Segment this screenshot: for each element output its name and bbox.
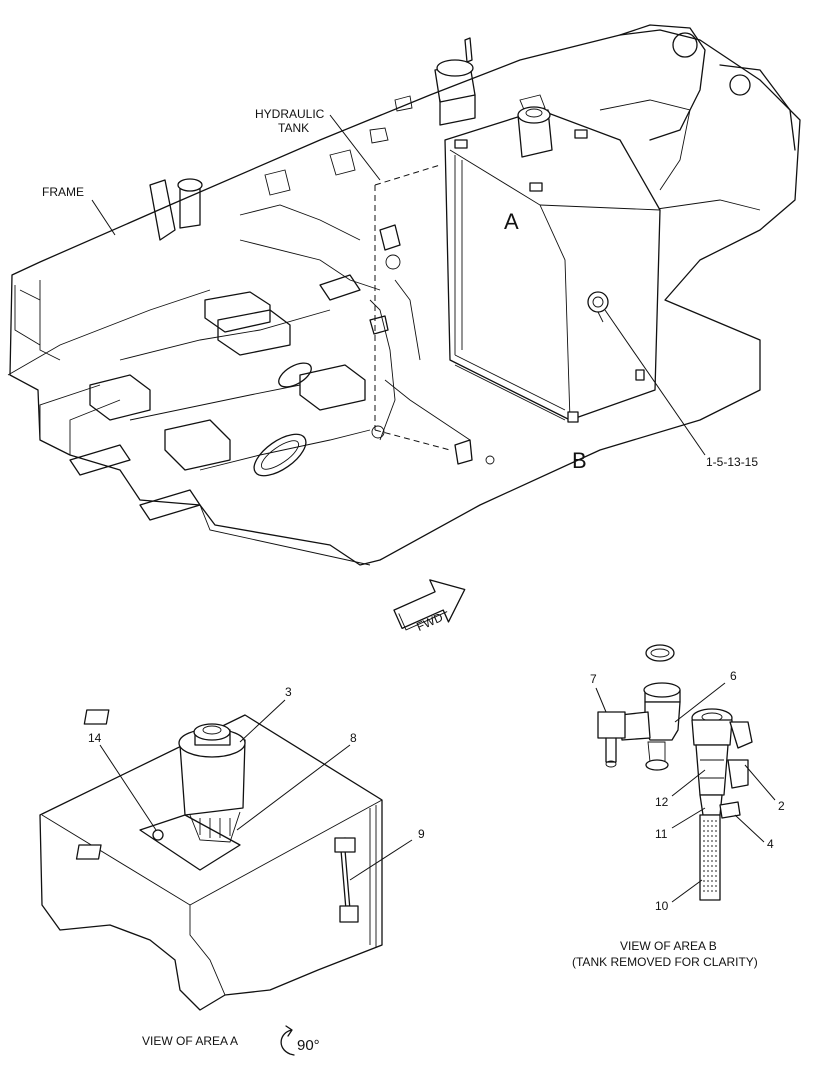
hydraulic-tank xyxy=(444,106,661,423)
hydraulic-tank-leader xyxy=(329,114,381,181)
callout-12-leader xyxy=(671,769,706,797)
frame-label: FRAME xyxy=(42,185,84,199)
hydraulic-tank-label-1: HYDRAULIC xyxy=(255,107,325,121)
view-area-b xyxy=(597,644,753,901)
callout-10-leader xyxy=(671,879,703,903)
callout-7-leader xyxy=(595,687,607,713)
callout-11-leader xyxy=(671,807,706,829)
callout-6-leader xyxy=(674,682,726,723)
hydraulic-tank-label-2: TANK xyxy=(278,121,309,135)
callout-9: 9 xyxy=(418,827,425,841)
callout-6: 6 xyxy=(730,669,737,683)
callout-8-leader xyxy=(236,744,351,831)
view-area-b-caption-1: VIEW OF AREA B xyxy=(620,939,717,953)
area-b-label: B xyxy=(572,448,587,473)
callout-9-leader xyxy=(349,839,413,881)
callout-14-leader xyxy=(99,744,157,831)
callout-14: 14 xyxy=(88,731,102,745)
phantom-outline xyxy=(374,164,451,451)
view-area-a-caption: VIEW OF AREA A xyxy=(142,1034,238,1048)
callout-10: 10 xyxy=(655,899,669,913)
callout-1-5-13-15-leader xyxy=(604,309,706,456)
callout-3: 3 xyxy=(285,685,292,699)
frame-assembly xyxy=(7,24,801,566)
view-area-a xyxy=(39,709,383,1011)
callout-2-leader xyxy=(744,764,776,801)
callout-4-leader xyxy=(734,814,765,843)
callout-3-leader xyxy=(239,699,286,743)
callout-8: 8 xyxy=(350,731,357,745)
view-area-b-caption-2: (TANK REMOVED FOR CLARITY) xyxy=(572,955,758,969)
rotation-arrow-icon xyxy=(280,1025,295,1056)
callout-4: 4 xyxy=(767,837,774,851)
callout-7: 7 xyxy=(590,672,597,686)
callout-2: 2 xyxy=(778,799,785,813)
callout-11: 11 xyxy=(655,827,668,841)
rotation-label: 90° xyxy=(297,1037,320,1054)
forward-arrow xyxy=(393,579,466,631)
frame-leader xyxy=(91,199,116,236)
area-a-label: A xyxy=(504,209,519,234)
callout-12: 12 xyxy=(655,795,669,809)
callout-1-5-13-15: 1-5-13-15 xyxy=(706,455,758,469)
